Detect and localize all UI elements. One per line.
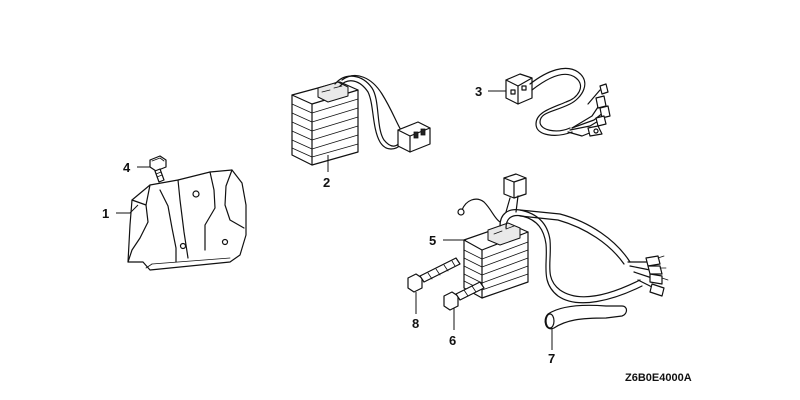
part-cover <box>127 169 247 271</box>
callout-4: 4 <box>123 160 131 175</box>
callout-leaders <box>116 90 553 350</box>
part-screw-4 <box>149 155 167 183</box>
part-bolt-8 <box>407 257 461 293</box>
part-regulator-5 <box>457 173 669 304</box>
part-tube-7 <box>544 304 628 330</box>
diagram-code: Z6B0E4000A <box>625 372 692 384</box>
callout-2: 2 <box>323 175 330 190</box>
part-bolt-6 <box>443 281 485 311</box>
part-harness-3 <box>505 67 611 137</box>
part-regulator-2 <box>291 75 431 166</box>
callout-1: 1 <box>102 206 109 221</box>
callout-5: 5 <box>429 233 436 248</box>
callout-7: 7 <box>548 351 555 366</box>
callout-3: 3 <box>475 84 482 99</box>
callout-8: 8 <box>412 316 419 331</box>
callout-6: 6 <box>449 333 456 348</box>
